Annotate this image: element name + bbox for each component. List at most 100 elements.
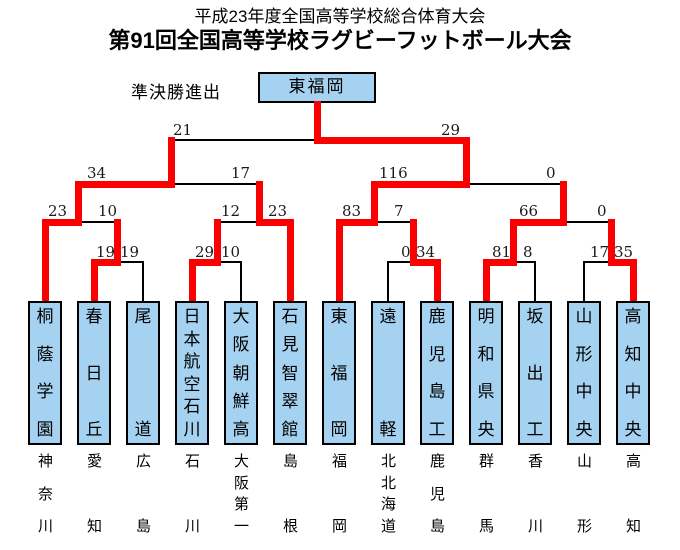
score-semi-right-left: 116 bbox=[379, 164, 408, 182]
prefecture-char: 島 bbox=[282, 454, 298, 470]
score-semi-right-right: 0 bbox=[546, 164, 556, 182]
winner-path-line bbox=[41, 218, 49, 303]
prefecture-char: 川 bbox=[184, 519, 200, 535]
prefecture-char: 神 bbox=[37, 454, 53, 470]
prefecture-char: 鹿 bbox=[429, 454, 445, 470]
score-r1-m5-left: 17 bbox=[590, 243, 610, 261]
prefecture-label: 高知 bbox=[625, 455, 642, 535]
prefecture-char: 知 bbox=[86, 519, 102, 535]
team-name-char: 尾 bbox=[134, 307, 152, 326]
team-box: 坂出工 bbox=[518, 301, 552, 445]
page-subtitle: 第91回全国高等学校ラグビーフットボール大会 bbox=[108, 28, 572, 53]
prefecture-label: 鹿児島 bbox=[429, 455, 446, 535]
prefecture-char: 大 bbox=[233, 454, 249, 470]
score-semi-left-right: 17 bbox=[231, 164, 251, 182]
winner-path-line bbox=[313, 101, 321, 144]
team-name-char: 東 bbox=[330, 307, 348, 326]
team-name-char: 鮮 bbox=[232, 391, 250, 411]
team-name-char: 高 bbox=[232, 420, 250, 439]
score-r1-m3-right: 34 bbox=[416, 243, 436, 261]
winner-path-line bbox=[409, 218, 417, 266]
winner-path-line bbox=[509, 218, 517, 266]
team-box: 尾道 bbox=[126, 301, 160, 445]
team-name-char: 和 bbox=[477, 344, 495, 364]
team-name-char: 児 bbox=[428, 344, 446, 364]
winner-path-line bbox=[74, 180, 175, 188]
winner-path-line bbox=[167, 136, 175, 188]
team-name-char: 岡 bbox=[330, 420, 348, 439]
team-name-char: 央 bbox=[624, 419, 642, 439]
team-box: 山形中央 bbox=[567, 301, 601, 445]
team-name-char: 蔭 bbox=[36, 344, 54, 364]
team-name-char: 石 bbox=[183, 397, 201, 417]
winner-path-line bbox=[482, 258, 517, 266]
prefecture-label: 福岡 bbox=[331, 455, 348, 535]
team-name-char: 日 bbox=[183, 307, 201, 326]
winner-path-line bbox=[433, 258, 441, 303]
page-title: 平成23年度全国高等学校総合体育大会 bbox=[194, 7, 486, 26]
team-name-char: 丘 bbox=[85, 420, 103, 439]
winner-path-line bbox=[370, 180, 378, 226]
prefecture-label: 香川 bbox=[527, 455, 544, 535]
winner-path-line bbox=[41, 218, 82, 226]
team-box: 鹿児島工 bbox=[420, 301, 454, 445]
team-name-char: 福 bbox=[330, 363, 348, 383]
prefecture-char: 川 bbox=[37, 519, 53, 535]
score-r1-m2-left: 29 bbox=[195, 243, 215, 261]
team-name-char: 日 bbox=[85, 363, 103, 383]
team-box: 明和県央 bbox=[469, 301, 503, 445]
team-name-char: 出 bbox=[526, 363, 544, 383]
prefecture-char: 山 bbox=[576, 454, 592, 470]
team-name-char: 見 bbox=[281, 335, 299, 355]
champion-box: 東福岡 bbox=[258, 72, 376, 103]
team-name-char: 坂 bbox=[526, 307, 544, 326]
bracket-line bbox=[583, 261, 585, 302]
prefecture-label: 群馬 bbox=[478, 455, 495, 535]
team-box: 大阪朝鮮高 bbox=[224, 301, 258, 445]
score-final-left: 21 bbox=[173, 121, 193, 139]
prefecture-char: 石 bbox=[184, 454, 200, 470]
prefecture-label: 愛知 bbox=[86, 455, 103, 535]
team-name-char: 空 bbox=[183, 374, 201, 394]
bracket-line bbox=[216, 221, 291, 223]
team-name-char: 軽 bbox=[379, 420, 397, 439]
score-r1-m4-right: 8 bbox=[523, 243, 533, 261]
winner-path-line bbox=[255, 180, 263, 226]
team-box: 春日丘 bbox=[77, 301, 111, 445]
team-name-char: 石 bbox=[281, 307, 299, 326]
prefecture-char: 阪 bbox=[233, 475, 249, 492]
prefecture-char: 北 bbox=[380, 475, 396, 492]
team-name-char: 央 bbox=[575, 419, 593, 439]
prefecture-char: 愛 bbox=[86, 454, 102, 470]
prefecture-char: 島 bbox=[135, 519, 151, 535]
team-box: 桐蔭学園 bbox=[28, 301, 62, 445]
team-name-char: 朝 bbox=[232, 363, 250, 383]
prefecture-label: 大阪第一 bbox=[233, 455, 250, 535]
score-r1-m4-left: 81 bbox=[492, 243, 512, 261]
winner-path-line bbox=[559, 180, 567, 226]
prefecture-char: 一 bbox=[233, 518, 249, 535]
winner-path-line bbox=[90, 258, 121, 266]
team-name-char: 高 bbox=[624, 307, 642, 326]
score-semi-left-left: 34 bbox=[87, 164, 107, 182]
team-name-char: 園 bbox=[36, 419, 54, 439]
prefecture-char: 香 bbox=[527, 454, 543, 470]
prefecture-char: 知 bbox=[625, 519, 641, 535]
team-name-char: 道 bbox=[134, 420, 152, 439]
prefecture-char: 形 bbox=[576, 519, 592, 535]
winner-path-line bbox=[370, 180, 470, 188]
team-name-char: 工 bbox=[526, 420, 544, 439]
team-name-char: 智 bbox=[281, 363, 299, 383]
winner-path-line bbox=[213, 218, 221, 266]
winner-path-line bbox=[607, 258, 637, 266]
score-qf-l2-right: 23 bbox=[268, 202, 288, 220]
team-name-char: 知 bbox=[624, 344, 642, 364]
team-name-char: 遠 bbox=[379, 307, 397, 326]
team-name-char: 山 bbox=[575, 307, 593, 326]
team-name-char: 桐 bbox=[36, 307, 54, 326]
prefecture-char: 群 bbox=[478, 454, 494, 470]
team-name-char: 学 bbox=[36, 382, 54, 402]
team-box: 高知中央 bbox=[616, 301, 650, 445]
winner-path-line bbox=[188, 258, 196, 303]
prefecture-char: 海 bbox=[380, 497, 396, 514]
